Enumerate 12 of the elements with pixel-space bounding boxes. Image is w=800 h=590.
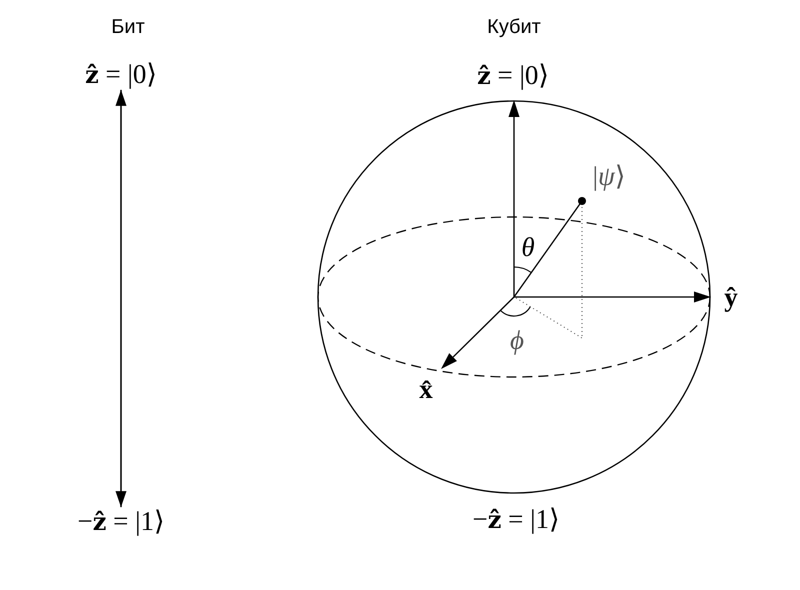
panel-heading: Кубит [487,16,541,38]
axis-label: ŷ [724,283,738,313]
basis-state-label: −ẑ = |1⟩ [77,507,165,537]
basis-state-label: ẑ = |0⟩ [477,61,549,91]
panel-heading: Бит [111,16,145,38]
angle-label: ϕ [510,326,524,356]
basis-state-label: ẑ = |0⟩ [85,60,157,90]
axis-label: x̂ [419,375,433,405]
basis-state-label: −ẑ = |1⟩ [472,505,560,535]
state-vector-label: |ψ⟩ [592,162,626,192]
angle-label: θ [521,233,535,263]
double-headed-arrow [116,90,126,508]
